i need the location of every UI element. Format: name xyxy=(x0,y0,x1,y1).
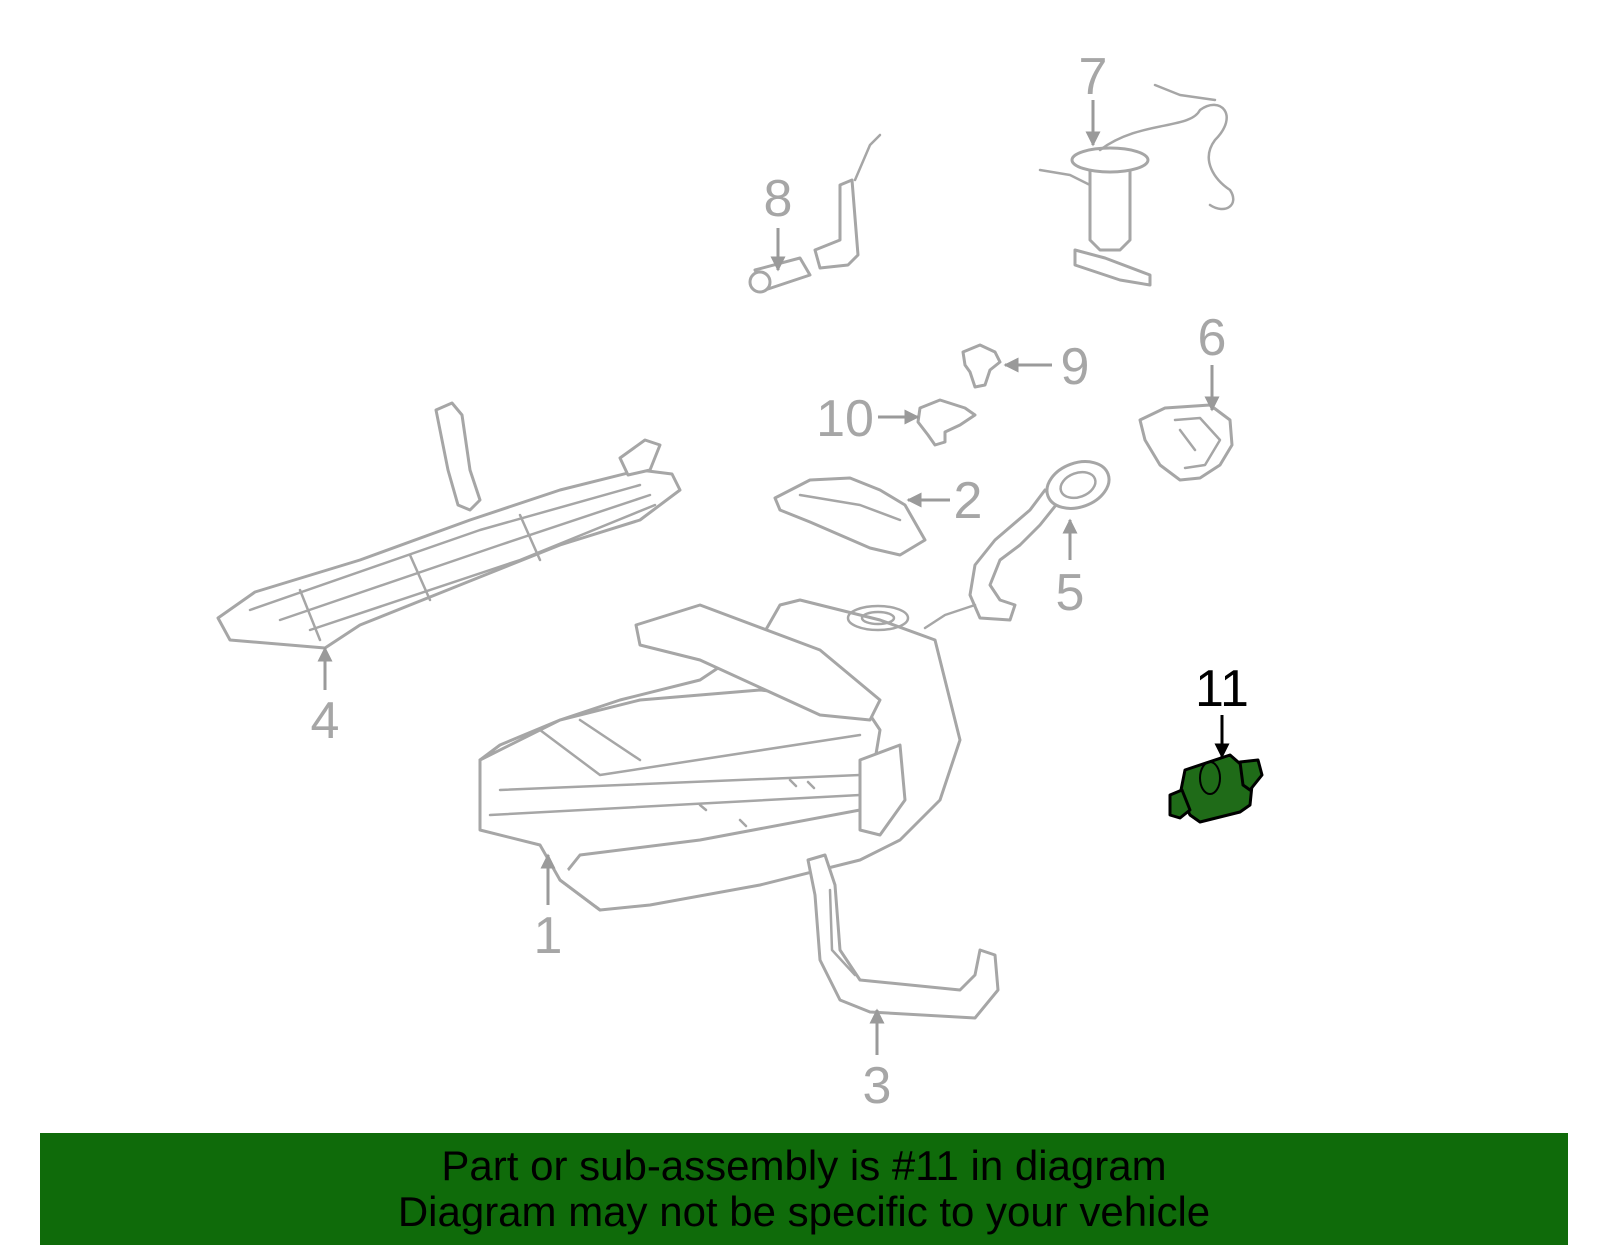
part-5-filler-neck xyxy=(923,460,1111,630)
part-4-skid-plate xyxy=(216,401,682,650)
part-3-tank-strap xyxy=(806,853,1000,1020)
banner-line-2: Diagram may not be specific to your vehi… xyxy=(397,1188,1211,1235)
callout-2: 2 xyxy=(954,472,983,530)
callout-8: 8 xyxy=(764,170,793,228)
callout-7: 7 xyxy=(1079,48,1108,106)
callout-leaders xyxy=(317,100,1230,1055)
callout-10: 10 xyxy=(816,390,874,448)
callout-11: 11 xyxy=(1195,660,1249,718)
part-8-fuel-sender xyxy=(748,133,882,294)
part-9-valve xyxy=(961,343,1002,389)
part-1-fuel-tank xyxy=(478,598,962,912)
part-7-fuel-pump-module xyxy=(1038,83,1235,287)
callout-6: 6 xyxy=(1198,309,1227,367)
info-banner: Part or sub-assembly is #11 in diagram D… xyxy=(40,1133,1568,1245)
part-2-heat-shield xyxy=(773,476,927,557)
callout-4: 4 xyxy=(311,692,340,750)
part-6-fuel-cap xyxy=(1138,403,1234,482)
callout-9: 9 xyxy=(1061,338,1090,396)
callout-3: 3 xyxy=(863,1057,892,1115)
part-11-highlighted xyxy=(1168,753,1264,824)
callout-labels: 1 2 3 4 5 6 7 8 9 10 11 xyxy=(311,48,1249,1115)
callout-1: 1 xyxy=(534,907,563,965)
callout-5: 5 xyxy=(1056,564,1085,622)
banner-line-1: Part or sub-assembly is #11 in diagram xyxy=(441,1142,1167,1189)
part-10-valve xyxy=(916,398,977,447)
